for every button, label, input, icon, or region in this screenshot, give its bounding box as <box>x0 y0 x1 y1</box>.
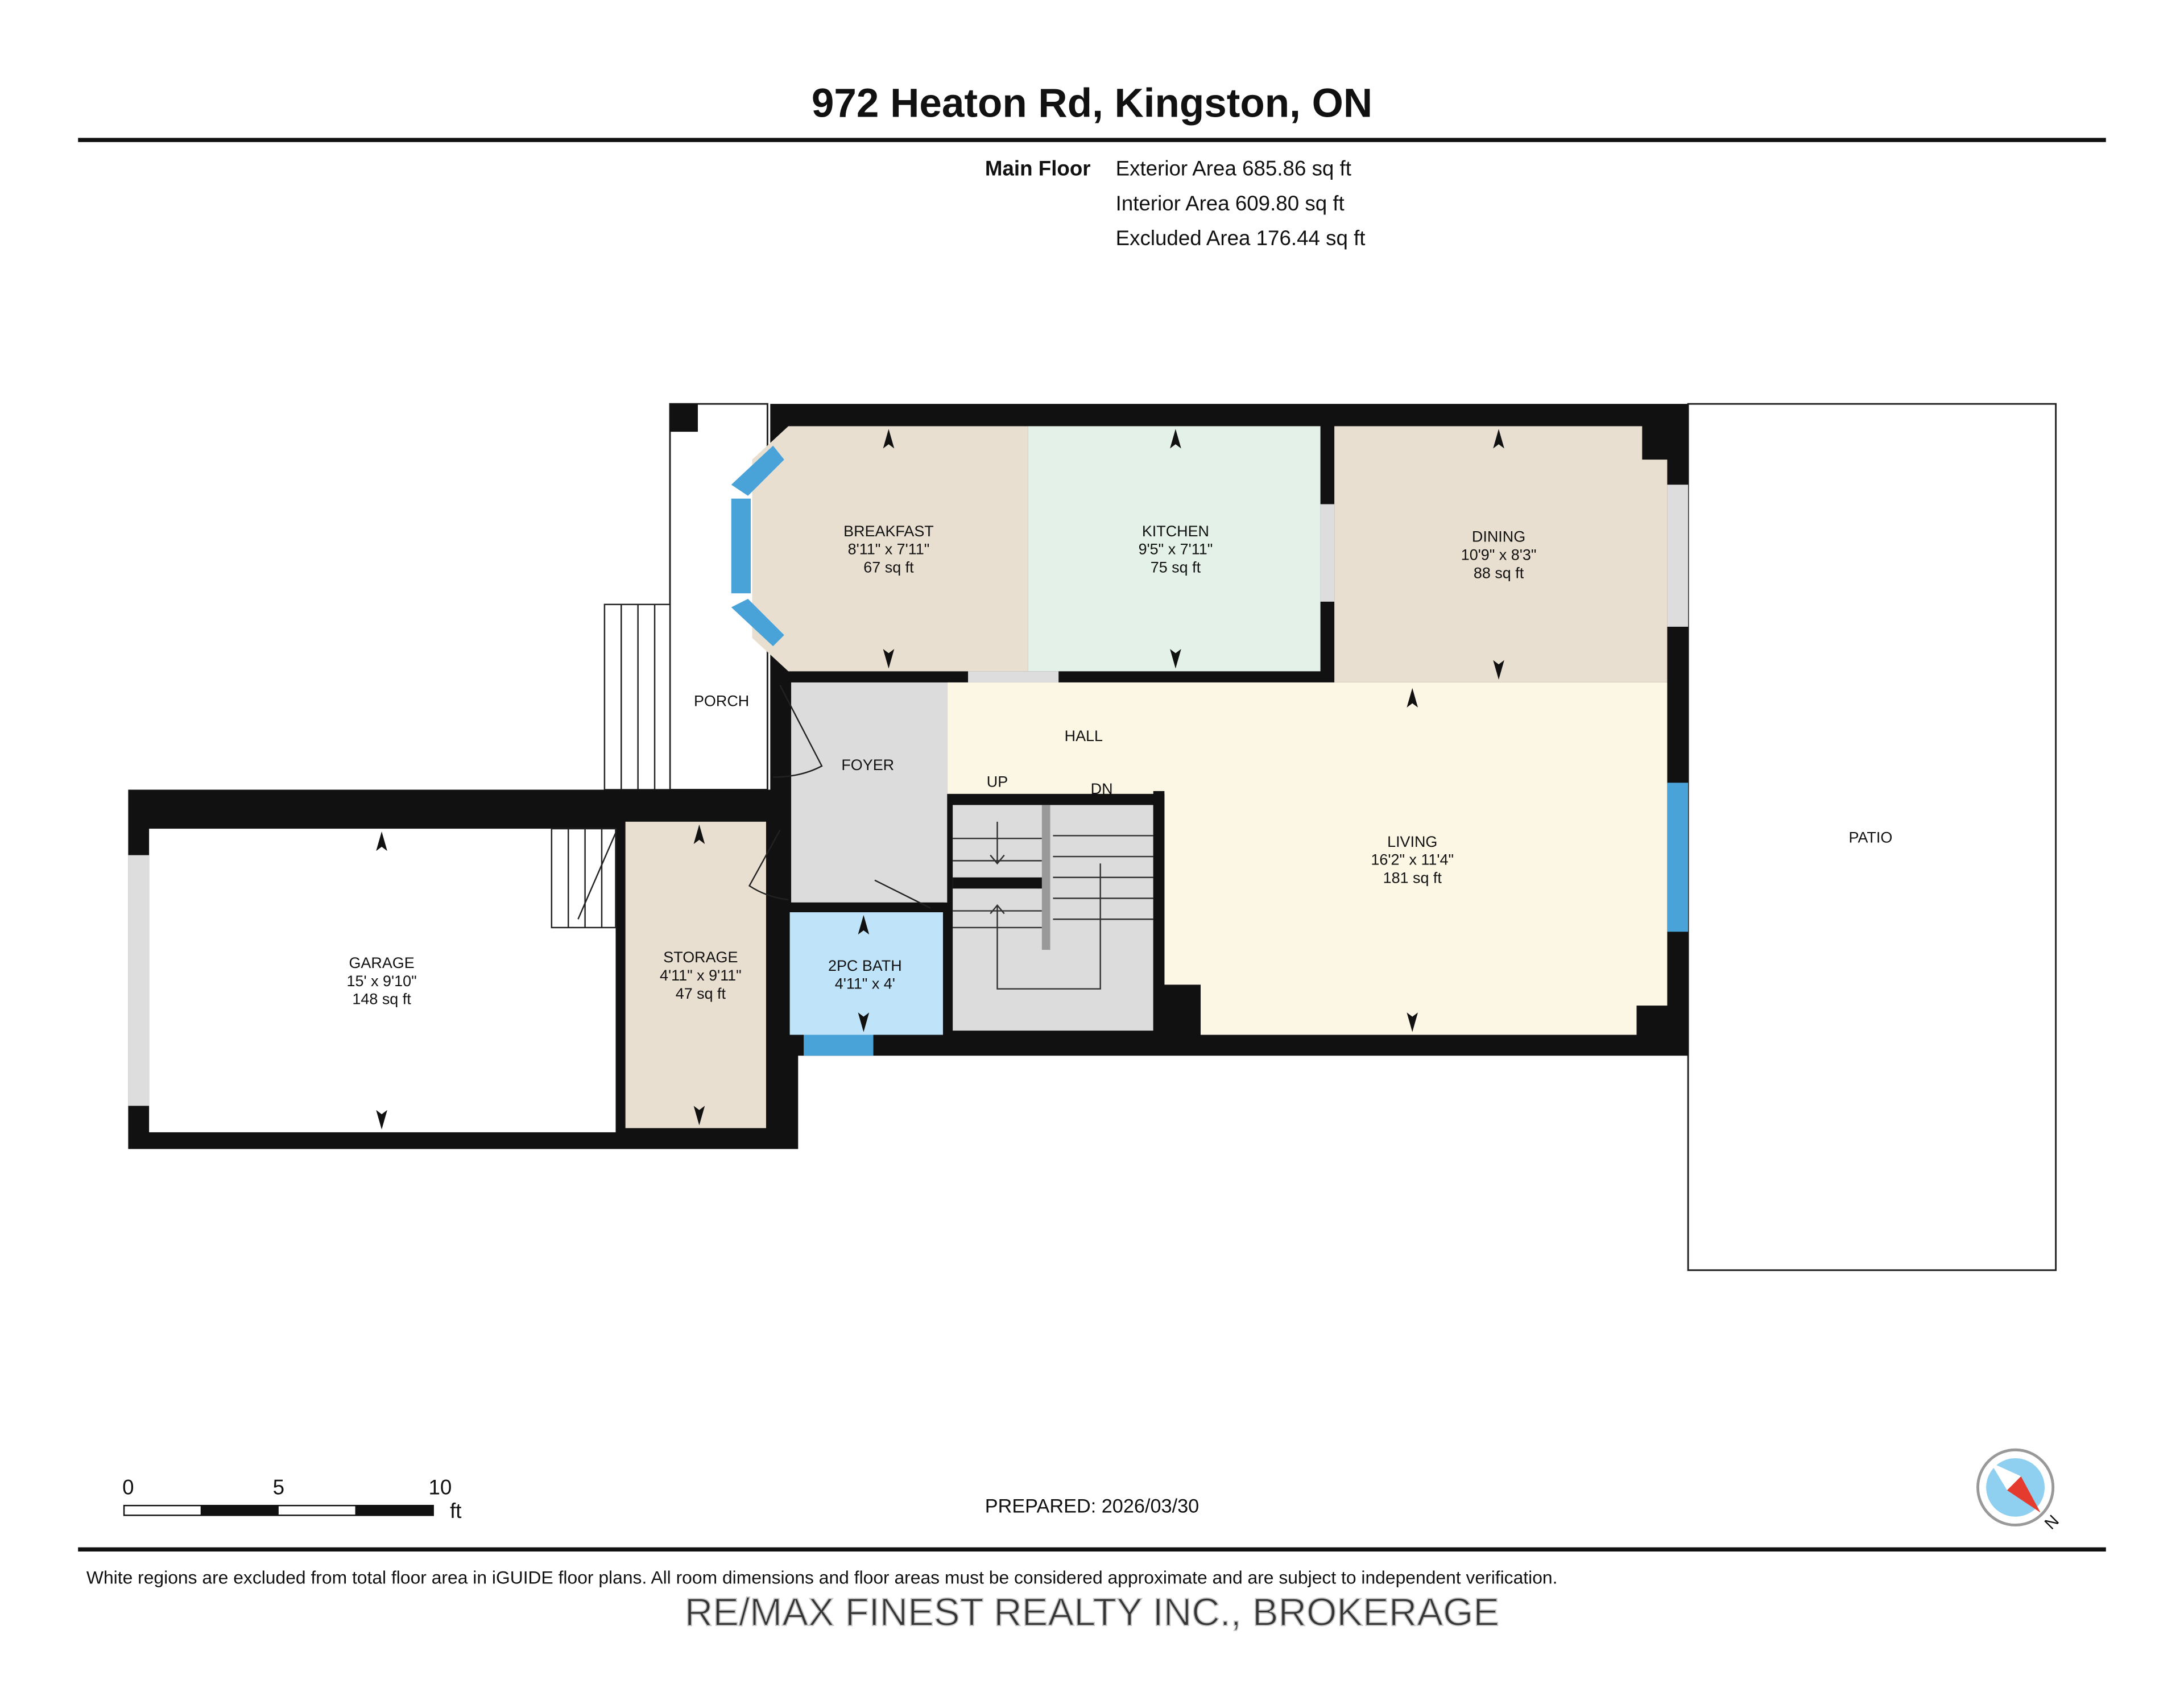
compass-north-label: N <box>2041 1511 2062 1533</box>
exterior-area: Exterior Area 685.86 sq ft <box>1116 157 1351 180</box>
room-dims-living: 16'2" x 11'4" <box>1371 851 1454 868</box>
floor-name: Main Floor <box>985 157 1091 180</box>
prepared-date: PREPARED: 2026/03/30 <box>985 1495 1199 1517</box>
storage <box>625 821 766 1128</box>
living <box>947 682 1668 1035</box>
header-rule <box>78 138 2106 142</box>
windows <box>731 445 1689 1056</box>
room-area-kitchen: 75 sq ft <box>1151 558 1201 576</box>
footer-rule <box>78 1547 2106 1552</box>
room-name-storage: STORAGE <box>663 949 738 966</box>
room-name-breakfast: BREAKFAST <box>843 523 934 540</box>
kitchen <box>1028 426 1321 672</box>
room-name-garage: GARAGE <box>349 954 414 971</box>
room-dims-bath: 4'11" x 4' <box>835 975 895 992</box>
room-area-garage: 148 sq ft <box>352 991 411 1008</box>
scale-label-5: 5 <box>273 1476 284 1499</box>
room-area-dining: 88 sq ft <box>1474 564 1524 581</box>
room-name-kitchen: KITCHEN <box>1142 523 1209 540</box>
dining <box>1334 426 1668 682</box>
room-name-living: LIVING <box>1387 833 1437 850</box>
room-name-patio: PATIO <box>1849 829 1893 846</box>
room-area-breakfast: 67 sq ft <box>863 558 914 576</box>
doors <box>577 685 931 920</box>
scale-label-10: 10 <box>429 1476 452 1499</box>
page-title: 972 Heaton Rd, Kingston, ON <box>812 81 1372 126</box>
room-dims-breakfast: 8'11" x 7'11" <box>848 541 930 558</box>
bath <box>789 912 943 1035</box>
stairs <box>953 805 1153 1031</box>
stairs-up-label: UP <box>987 773 1008 791</box>
scale-label-0: 0 <box>122 1476 134 1499</box>
stairs-down-label: DN <box>1091 780 1113 797</box>
room-name-foyer: FOYER <box>841 756 894 773</box>
garage-steps <box>551 828 617 929</box>
watermark: RE/MAX FINEST REALTY INC., BROKERAGE <box>685 1590 1499 1634</box>
breakfast <box>752 426 1028 672</box>
garage <box>149 829 616 1132</box>
porch-steps <box>603 603 671 791</box>
patio <box>1687 403 2057 1271</box>
compass-icon <box>1976 1448 2055 1526</box>
disclaimer: White regions are excluded from total fl… <box>86 1567 1558 1587</box>
room-name-bath: 2PC BATH <box>828 957 902 974</box>
room-dims-kitchen: 9'5" x 7'11" <box>1139 541 1213 558</box>
room-dims-storage: 4'11" x 9'11" <box>660 967 742 984</box>
room-area-storage: 47 sq ft <box>676 985 726 1002</box>
scale-unit: ft <box>450 1499 461 1522</box>
room-name-hall: HALL <box>1065 727 1103 744</box>
excluded-area: Excluded Area 176.44 sq ft <box>1116 226 1366 250</box>
room-name-dining: DINING <box>1472 528 1525 545</box>
room-dims-garage: 15' x 9'10" <box>347 973 417 990</box>
foyer <box>791 682 948 903</box>
room-dims-dining: 10'9" x 8'3" <box>1461 546 1537 563</box>
scale-bar <box>123 1504 434 1516</box>
room-name-porch: PORCH <box>694 693 749 710</box>
stair-treads <box>953 821 1153 990</box>
dimension-arrows <box>376 429 1504 1130</box>
garage-door <box>128 855 150 1106</box>
interior-area: Interior Area 609.80 sq ft <box>1116 192 1345 215</box>
room-area-living: 181 sq ft <box>1383 870 1442 887</box>
